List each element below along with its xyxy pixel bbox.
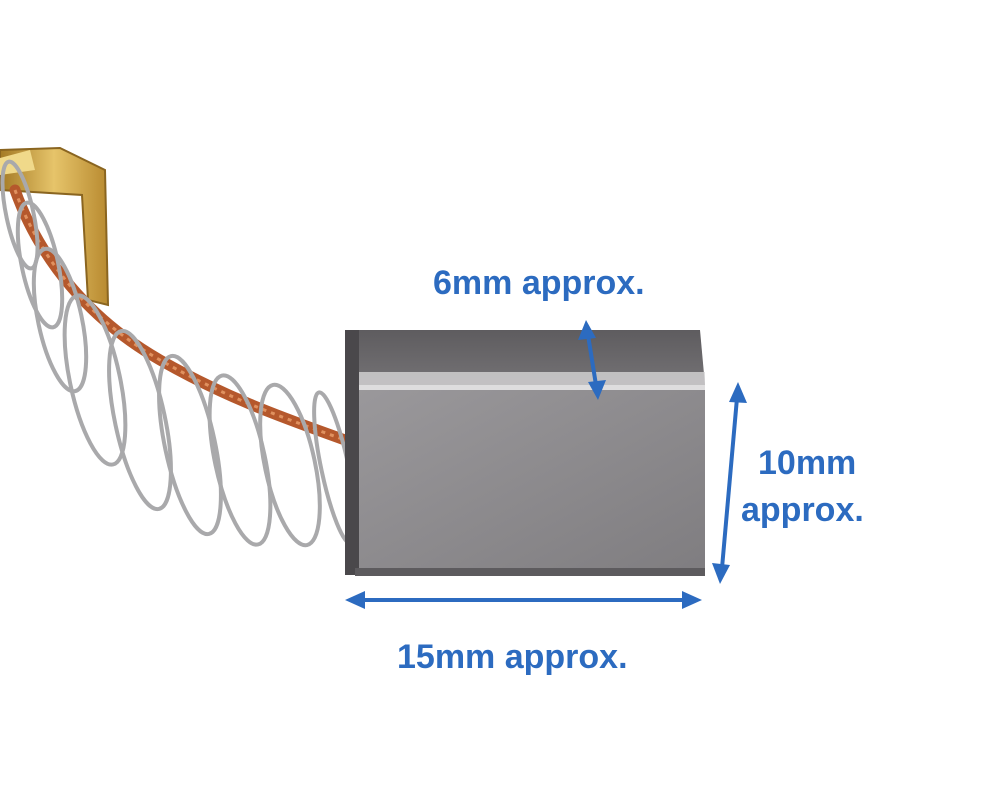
spring-coil — [157, 353, 223, 537]
width-label: 15mm approx. — [397, 638, 628, 676]
height-label-suffix: approx. — [741, 491, 864, 529]
spring — [0, 159, 358, 548]
dimension-arrows — [345, 320, 747, 609]
height-label-value: 10mm — [758, 444, 857, 482]
depth-label: 6mm approx. — [433, 264, 645, 302]
spring-coil — [107, 328, 173, 512]
spring-coil — [258, 382, 322, 548]
spring-coil — [15, 200, 65, 330]
spring-coil — [31, 246, 89, 394]
spring-coil — [0, 159, 40, 271]
spring-coil — [62, 293, 128, 467]
carbon-block — [345, 330, 705, 576]
